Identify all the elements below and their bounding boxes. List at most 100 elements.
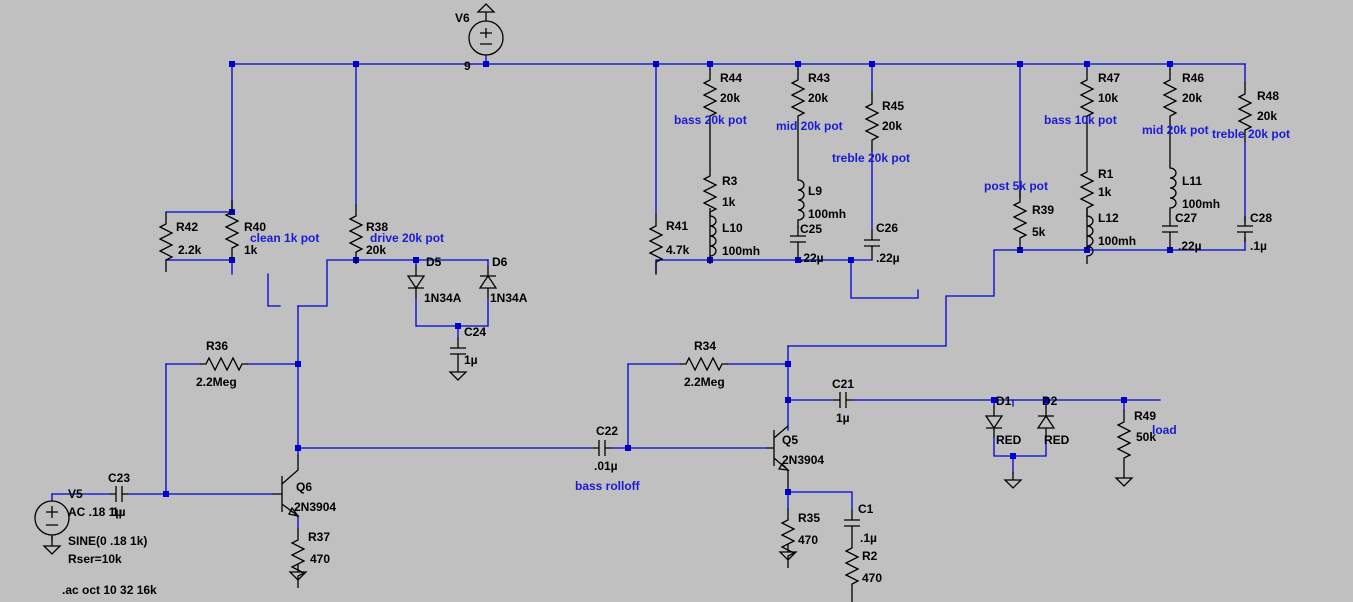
r38-symbol bbox=[349, 203, 363, 265]
r1-ref: R1 bbox=[1098, 167, 1114, 181]
c27-value: .22µ bbox=[1178, 239, 1202, 253]
r38-value: 20k bbox=[366, 243, 386, 257]
r47-value: 10k bbox=[1098, 91, 1118, 105]
r34-symbol bbox=[680, 356, 728, 372]
l11-value: 100mh bbox=[1182, 197, 1220, 211]
r41-symbol bbox=[649, 213, 663, 275]
r35-ref: R35 bbox=[798, 511, 820, 525]
r49-ground-symbol bbox=[1115, 469, 1133, 487]
r2-value: 470 bbox=[862, 571, 882, 585]
c27-ref: C27 bbox=[1175, 211, 1197, 225]
labels: V6 9 R44 20k R43 20k R45 20k R47 10k R46… bbox=[62, 11, 1290, 597]
c22-value: .01µ bbox=[594, 459, 618, 473]
r42-ref: R42 bbox=[176, 220, 198, 234]
r39-value: 5k bbox=[1032, 225, 1046, 239]
d2-value: RED bbox=[1044, 433, 1070, 447]
c25-ref: C25 bbox=[800, 222, 822, 236]
c25-value: .22µ bbox=[800, 251, 824, 265]
comment-mid-20k-pot-2: mid 20k pot bbox=[1142, 123, 1209, 137]
v5-source-symbol bbox=[34, 500, 70, 555]
diode-ground-symbol bbox=[1004, 471, 1022, 489]
component-symbols bbox=[34, 3, 1254, 602]
r49-ref: R49 bbox=[1134, 409, 1156, 423]
wires bbox=[51, 55, 1246, 541]
r37-ref: R37 bbox=[308, 530, 330, 544]
c21-symbol bbox=[834, 392, 852, 408]
c23-value: 1µ bbox=[112, 505, 126, 519]
r45-value: 20k bbox=[882, 119, 902, 133]
c1-value: .1µ bbox=[860, 531, 877, 545]
q5-ref: Q5 bbox=[782, 433, 798, 447]
v5-ac-spec: AC .18 1µ bbox=[68, 505, 122, 519]
l10-symbol bbox=[709, 207, 717, 265]
r44-ref: R44 bbox=[720, 71, 742, 85]
r46-symbol bbox=[1163, 67, 1177, 129]
v6-source-symbol bbox=[468, 3, 504, 56]
r34-ref: R34 bbox=[694, 339, 716, 353]
d6-value: 1N34A bbox=[490, 291, 528, 305]
r43-ref: R43 bbox=[808, 71, 830, 85]
comment-treble-20k-pot: treble 20k pot bbox=[832, 151, 910, 165]
l9-value: 100mh bbox=[808, 207, 846, 221]
r45-symbol bbox=[865, 91, 879, 153]
r40-symbol bbox=[225, 199, 239, 261]
l11-symbol bbox=[1169, 159, 1177, 217]
r45-ref: R45 bbox=[882, 99, 904, 113]
c26-value: .22µ bbox=[876, 251, 900, 265]
d1-value: RED bbox=[996, 433, 1022, 447]
c26-ref: C26 bbox=[876, 221, 898, 235]
r36-ref: R36 bbox=[206, 339, 228, 353]
comment-load: load bbox=[1152, 423, 1177, 437]
v5-ref: V5 bbox=[68, 487, 83, 501]
v6-ref: V6 bbox=[455, 11, 470, 25]
q5-value: 2N3904 bbox=[782, 453, 824, 467]
r46-ref: R46 bbox=[1182, 71, 1204, 85]
d5-value: 1N34A bbox=[424, 291, 462, 305]
r40-value: 1k bbox=[244, 243, 258, 257]
comment-mid-20k-pot: mid 20k pot bbox=[776, 119, 843, 133]
c24-value: 1µ bbox=[464, 353, 478, 367]
r1-value: 1k bbox=[1098, 185, 1112, 199]
l12-ref: L12 bbox=[1098, 211, 1119, 225]
r36-value: 2.2Meg bbox=[196, 375, 237, 389]
c1-ref: C1 bbox=[858, 502, 874, 516]
c22-symbol bbox=[593, 440, 611, 456]
r49-value: 50k bbox=[1136, 430, 1156, 444]
r2-symbol bbox=[845, 535, 859, 597]
l9-symbol bbox=[797, 171, 805, 229]
r3-ref: R3 bbox=[722, 174, 738, 188]
comment-drive-20k-pot: drive 20k pot bbox=[370, 231, 444, 245]
l10-value: 100mh bbox=[722, 244, 760, 258]
d2-ref: D2 bbox=[1042, 394, 1058, 408]
r41-value: 4.7k bbox=[666, 243, 690, 257]
r2-ref: R2 bbox=[862, 549, 878, 563]
comment-bass-10k-pot: bass 10k pot bbox=[1044, 113, 1117, 127]
r49-symbol bbox=[1117, 409, 1131, 471]
comment-bass-20k-pot: bass 20k pot bbox=[674, 113, 747, 127]
c24-ref: C24 bbox=[464, 325, 486, 339]
r46-value: 20k bbox=[1182, 91, 1202, 105]
r37-value: 470 bbox=[310, 552, 330, 566]
c28-ref: C28 bbox=[1250, 211, 1272, 225]
l9-ref: L9 bbox=[808, 184, 822, 198]
d5-symbol bbox=[407, 265, 425, 299]
r34-value: 2.2Meg bbox=[684, 375, 725, 389]
comment-post-5k-pot: post 5k pot bbox=[984, 179, 1048, 193]
d5-ref: D5 bbox=[426, 255, 442, 269]
q6-value: 2N3904 bbox=[294, 500, 336, 514]
r41-ref: R41 bbox=[666, 219, 688, 233]
r44-value: 20k bbox=[720, 91, 740, 105]
junctions bbox=[163, 61, 1173, 497]
l12-symbol bbox=[1086, 207, 1094, 265]
r47-ref: R47 bbox=[1098, 71, 1120, 85]
comment-clean-1k-pot: clean 1k pot bbox=[250, 231, 319, 245]
c21-ref: C21 bbox=[832, 377, 854, 391]
c23-symbol bbox=[110, 486, 128, 502]
c23-ref: C23 bbox=[108, 471, 130, 485]
r36-symbol bbox=[200, 356, 248, 372]
c21-value: 1µ bbox=[836, 411, 850, 425]
q6-symbol bbox=[272, 455, 300, 518]
v5-rser: Rser=10k bbox=[68, 552, 122, 566]
q6-ref: Q6 bbox=[296, 480, 312, 494]
